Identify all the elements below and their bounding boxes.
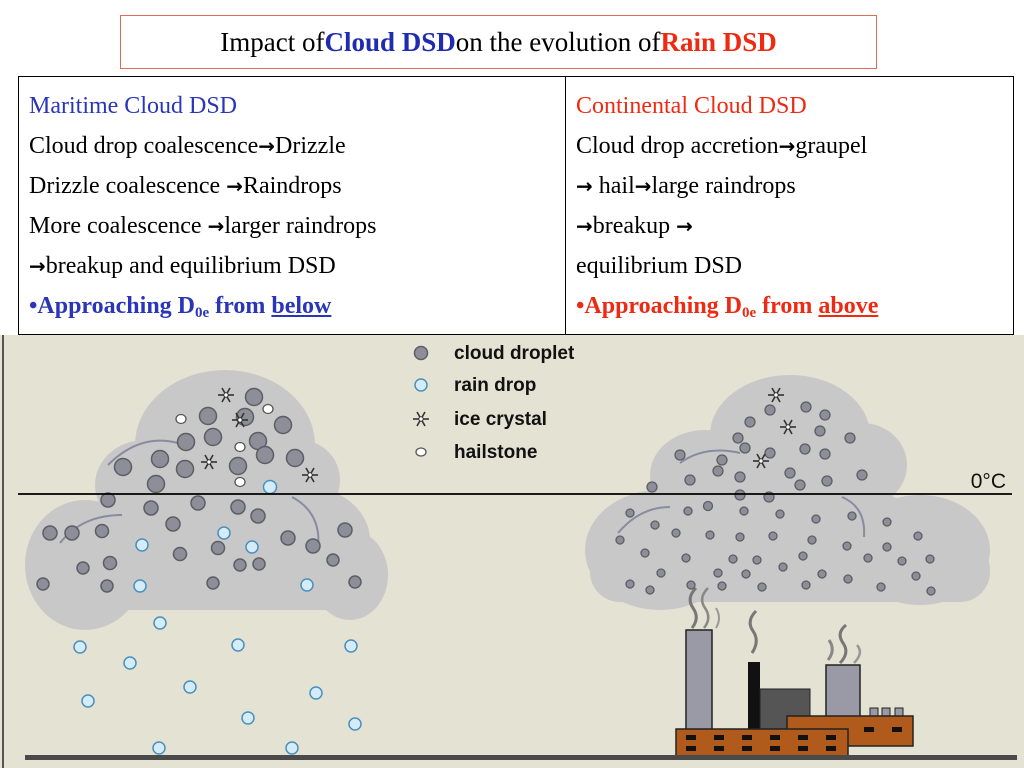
maritime-line-3: More coalescence →larger raindrops	[29, 213, 377, 239]
title-highlight-cloud-dsd: Cloud DSD	[324, 26, 456, 57]
slide-title: Impact of Cloud DSD on the evolution of …	[120, 15, 877, 69]
maritime-line-1: Cloud drop coalescence→Drizzle	[29, 133, 346, 159]
arrow-icon: →	[258, 134, 276, 158]
maritime-column: Maritime Cloud DSD Cloud drop coalescenc…	[18, 76, 566, 335]
legend-label-ice-crystal: ice crystal	[454, 409, 547, 430]
arrow-icon: →	[778, 134, 796, 158]
maritime-heading: Maritime Cloud DSD	[29, 93, 237, 119]
maritime-line-4: →breakup and equilibrium DSD	[29, 253, 336, 279]
continental-bullet: •Approaching D0e from above	[576, 293, 879, 321]
title-middle: on the evolution of	[455, 26, 661, 57]
legend: cloud droplet rain drop ice crystal hail…	[412, 343, 575, 463]
hailstone-icon	[415, 447, 427, 457]
arrow-icon: →	[634, 174, 652, 198]
factory-icon	[675, 586, 914, 757]
arrow-icon: →	[676, 214, 693, 238]
legend-label-hailstone: hailstone	[454, 442, 537, 463]
arrow-icon: →	[207, 214, 225, 238]
maritime-bullet: •Approaching D0e from below	[29, 293, 332, 321]
legend-label-cloud-droplet: cloud droplet	[454, 343, 575, 364]
maritime-cloud-droplets	[36, 387, 362, 593]
continental-line-4: equilibrium DSD	[576, 253, 742, 279]
maritime-hailstones	[175, 403, 274, 488]
maritime-line-2: Drizzle coalescence →Raindrops	[29, 173, 342, 199]
comparison-table: Maritime Cloud DSD Cloud drop coalescenc…	[18, 76, 1014, 335]
continental-line-1: Cloud drop accretion→graupel	[576, 133, 868, 159]
arrow-icon: →	[576, 214, 593, 238]
maritime-rain-drops	[73, 479, 362, 755]
continental-line-3: →breakup →	[576, 213, 693, 239]
continental-column: Continental Cloud DSD Cloud drop accreti…	[565, 76, 1014, 335]
title-prefix: Impact of	[220, 26, 325, 57]
ground-line	[25, 755, 1017, 760]
arrow-icon: →	[226, 174, 243, 198]
legend-label-rain-drop: rain drop	[454, 375, 536, 396]
arrow-icon: →	[576, 174, 593, 198]
continental-line-2: → hail→large raindrops	[576, 173, 796, 199]
continental-heading: Continental Cloud DSD	[576, 93, 807, 119]
cloud-droplet-icon	[413, 345, 429, 361]
continental-cloud-droplets	[615, 401, 936, 596]
title-highlight-rain-dsd: Rain DSD	[660, 26, 777, 57]
freezing-level-label: 0°C	[971, 470, 1006, 493]
cloud-illustration: 0°C cloud droplet rain drop ice crystal …	[0, 335, 1024, 768]
continental-cloud	[585, 375, 990, 610]
rain-drop-icon	[414, 378, 428, 392]
arrow-icon: →	[29, 254, 46, 278]
